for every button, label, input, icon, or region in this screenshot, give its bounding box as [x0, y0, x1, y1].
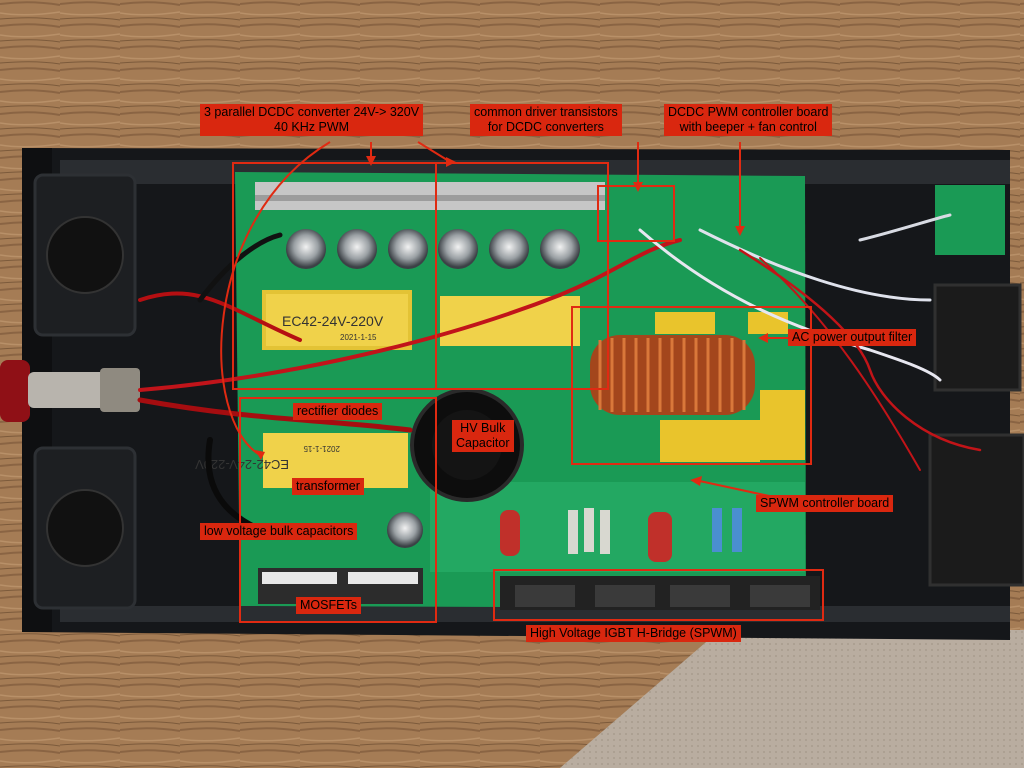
resistor-3 — [600, 510, 610, 554]
wires — [137, 213, 982, 533]
label-ac-filter: AC power output filter — [788, 329, 917, 346]
resistor-2 — [584, 508, 594, 552]
ac-outlet-top — [933, 283, 1022, 392]
label-lv-bulk-capacitors: low voltage bulk capacitors — [200, 523, 358, 540]
transformer-2 — [440, 296, 580, 346]
annotation-arrowheads — [255, 156, 768, 486]
label-driver-line2: for DCDC converters — [487, 120, 604, 134]
svg-text:EC42-24V-220V: EC42-24V-220V — [282, 313, 384, 329]
label-pwm-line2: with beeper + fan control — [679, 120, 817, 134]
label-pwm-controller: DCDC PWM controller board with beeper + … — [664, 104, 833, 136]
label-transformer: transformer — [292, 478, 364, 495]
annotation-arrows — [220, 141, 798, 503]
label-hv-bulk-capacitor: HV Bulk Capacitor — [452, 420, 514, 452]
transformer-1: EC42-24V-220V 2021-1-15 — [262, 290, 412, 350]
film-capacitor-2 — [648, 512, 672, 562]
lv-capacitor — [387, 512, 423, 548]
label-hv-line2: Capacitor — [456, 436, 510, 450]
ac-outlet-bottom — [928, 433, 1024, 587]
label-pwm-line1: DCDC PWM controller board — [668, 105, 829, 119]
fan-bottom — [33, 446, 137, 610]
label-driver-line1: common driver transistors — [474, 105, 618, 119]
label-hv-line1: HV Bulk — [460, 421, 506, 435]
box-dcdc-right — [435, 162, 609, 390]
top-capacitors — [286, 229, 580, 269]
pcb-lower-strip — [430, 482, 805, 572]
svg-text:EC42-24V-220V: EC42-24V-220V — [195, 457, 289, 472]
transformer-3: EC42-24V-220V 2021-1-15 — [195, 433, 408, 488]
status-led-board — [935, 185, 1005, 255]
annotation-boxes — [232, 162, 824, 623]
label-driver-transistors: common driver transistors for DCDC conve… — [470, 104, 622, 136]
label-dcdc-converter: 3 parallel DCDC converter 24V-> 320V 40 … — [200, 104, 424, 136]
resistor-4 — [712, 508, 722, 552]
svg-text:2021-1-15: 2021-1-15 — [303, 444, 340, 453]
label-dcdc-line2: 40 KHz PWM — [274, 120, 350, 134]
label-igbt-bridge: High Voltage IGBT H-Bridge (SPWM) — [526, 625, 741, 642]
box-low-voltage-section — [239, 397, 437, 623]
fan-top — [33, 173, 137, 337]
box-ac-filter — [571, 306, 812, 465]
film-capacitor-1 — [500, 510, 520, 556]
label-spwm-board: SPWM controller board — [756, 495, 894, 512]
battery-terminal — [0, 360, 140, 422]
label-dcdc-line1: 3 parallel DCDC converter 24V-> 320V — [204, 105, 420, 119]
resistor-5 — [732, 508, 742, 552]
carpet-floor — [560, 630, 1024, 768]
label-rectifier-diodes: rectifier diodes — [293, 403, 383, 420]
svg-text:2021-1-15: 2021-1-15 — [340, 333, 377, 342]
label-mosfets: MOSFETs — [296, 597, 361, 614]
box-igbt-bridge — [493, 569, 824, 621]
resistor-1 — [568, 510, 578, 554]
